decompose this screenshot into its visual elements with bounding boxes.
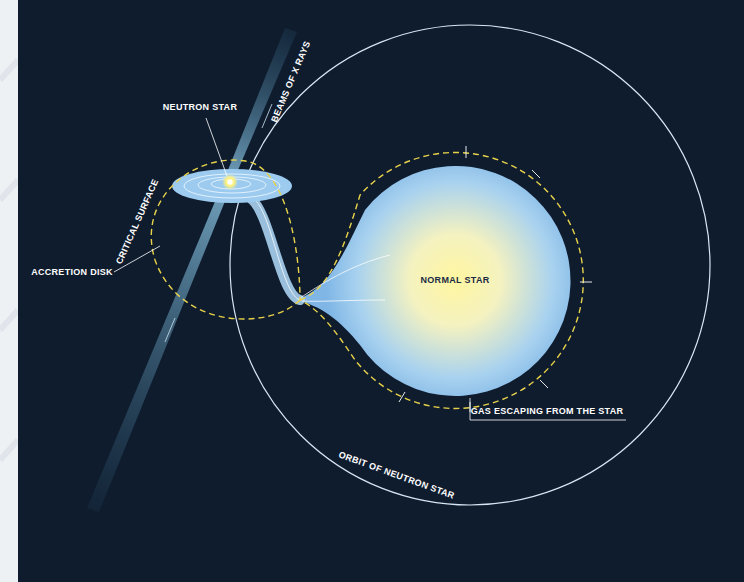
part-label: ACCRETION DISK	[31, 268, 113, 278]
part-label: NEUTRON STAR	[163, 103, 237, 113]
star-label: NORMAL STAR	[421, 275, 490, 285]
star-node: NORMAL STAR	[380, 260, 530, 300]
part-label: GAS ESCAPING FROM THE STAR	[471, 407, 624, 417]
